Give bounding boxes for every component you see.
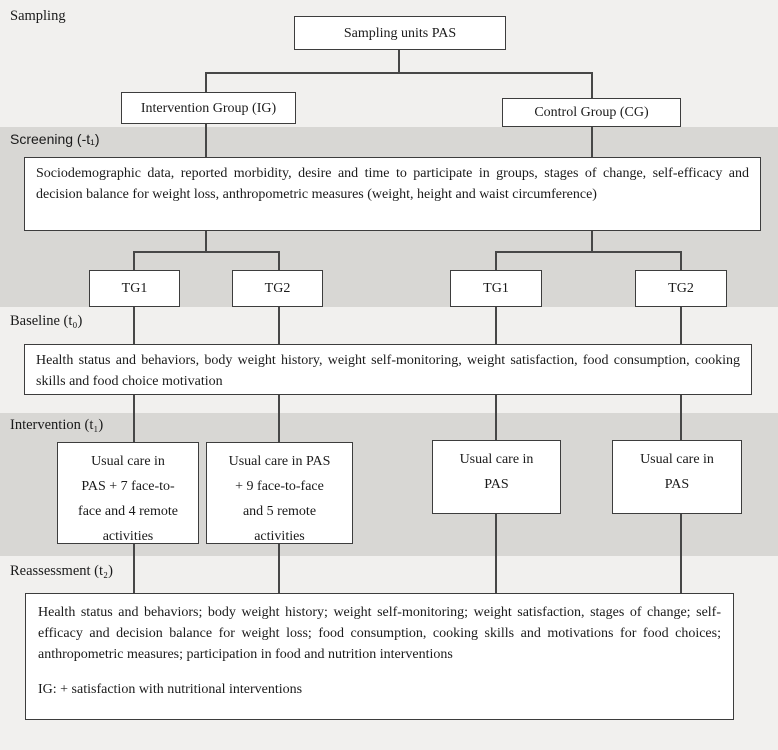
node-ig-tg1-intervention: Usual care in PAS + 7 face-to- face and … (57, 442, 199, 544)
connector (495, 251, 497, 271)
connector (205, 72, 593, 74)
connector (133, 306, 135, 345)
reassessment-ig-note: IG: + satisfaction with nutritional inte… (38, 682, 303, 697)
node-control-group: Control Group (CG) (502, 98, 681, 127)
node-ig-tg2: TG2 (232, 270, 323, 307)
connector (591, 126, 593, 158)
connector (278, 543, 280, 594)
connector (591, 230, 593, 252)
node-cg-tg1: TG1 (450, 270, 542, 307)
reassessment-measures-text: Health status and behaviors; body weight… (38, 605, 721, 662)
node-reassessment: Health status and behaviors; body weight… (25, 593, 734, 720)
phase-label-sampling: Sampling (10, 8, 66, 24)
connector (495, 513, 497, 594)
connector (133, 251, 280, 253)
node-cg-tg2-intervention: Usual care in PAS (612, 440, 742, 514)
phase-label-intervention: Intervention (t₁) (10, 417, 104, 433)
band-sampling: Sampling (0, 0, 778, 127)
band-baseline: Baseline (t₀) (0, 307, 778, 413)
band-reassessment: Reassessment (t₂) (0, 556, 778, 750)
node-screening-measures: Sociodemographic data, reported morbidit… (24, 157, 761, 231)
connector (680, 251, 682, 271)
phase-label-reassessment: Reassessment (t₂) (10, 563, 113, 579)
node-baseline-measures: Health status and behaviors, body weight… (24, 344, 752, 395)
connector (205, 123, 207, 158)
connector (278, 394, 280, 443)
connector (205, 72, 207, 93)
node-cg-tg1-intervention: Usual care in PAS (432, 440, 561, 514)
phase-label-baseline: Baseline (t₀) (10, 313, 83, 329)
connector (680, 306, 682, 345)
connector (278, 306, 280, 345)
connector (133, 394, 135, 443)
connector (495, 251, 682, 253)
connector (591, 72, 593, 99)
connector (680, 394, 682, 441)
connector (495, 394, 497, 441)
node-ig-tg1: TG1 (89, 270, 180, 307)
phase-label-screening: Screening (-t₁) (10, 131, 100, 147)
connector (398, 50, 400, 74)
connector (278, 251, 280, 271)
connector (680, 513, 682, 594)
node-sampling-units: Sampling units PAS (294, 16, 506, 50)
node-ig-tg2-intervention: Usual care in PAS + 9 face-to-face and 5… (206, 442, 353, 544)
node-intervention-group: Intervention Group (IG) (121, 92, 296, 124)
connector (205, 230, 207, 252)
node-cg-tg2: TG2 (635, 270, 727, 307)
connector (133, 251, 135, 271)
connector (133, 543, 135, 594)
connector (495, 306, 497, 345)
